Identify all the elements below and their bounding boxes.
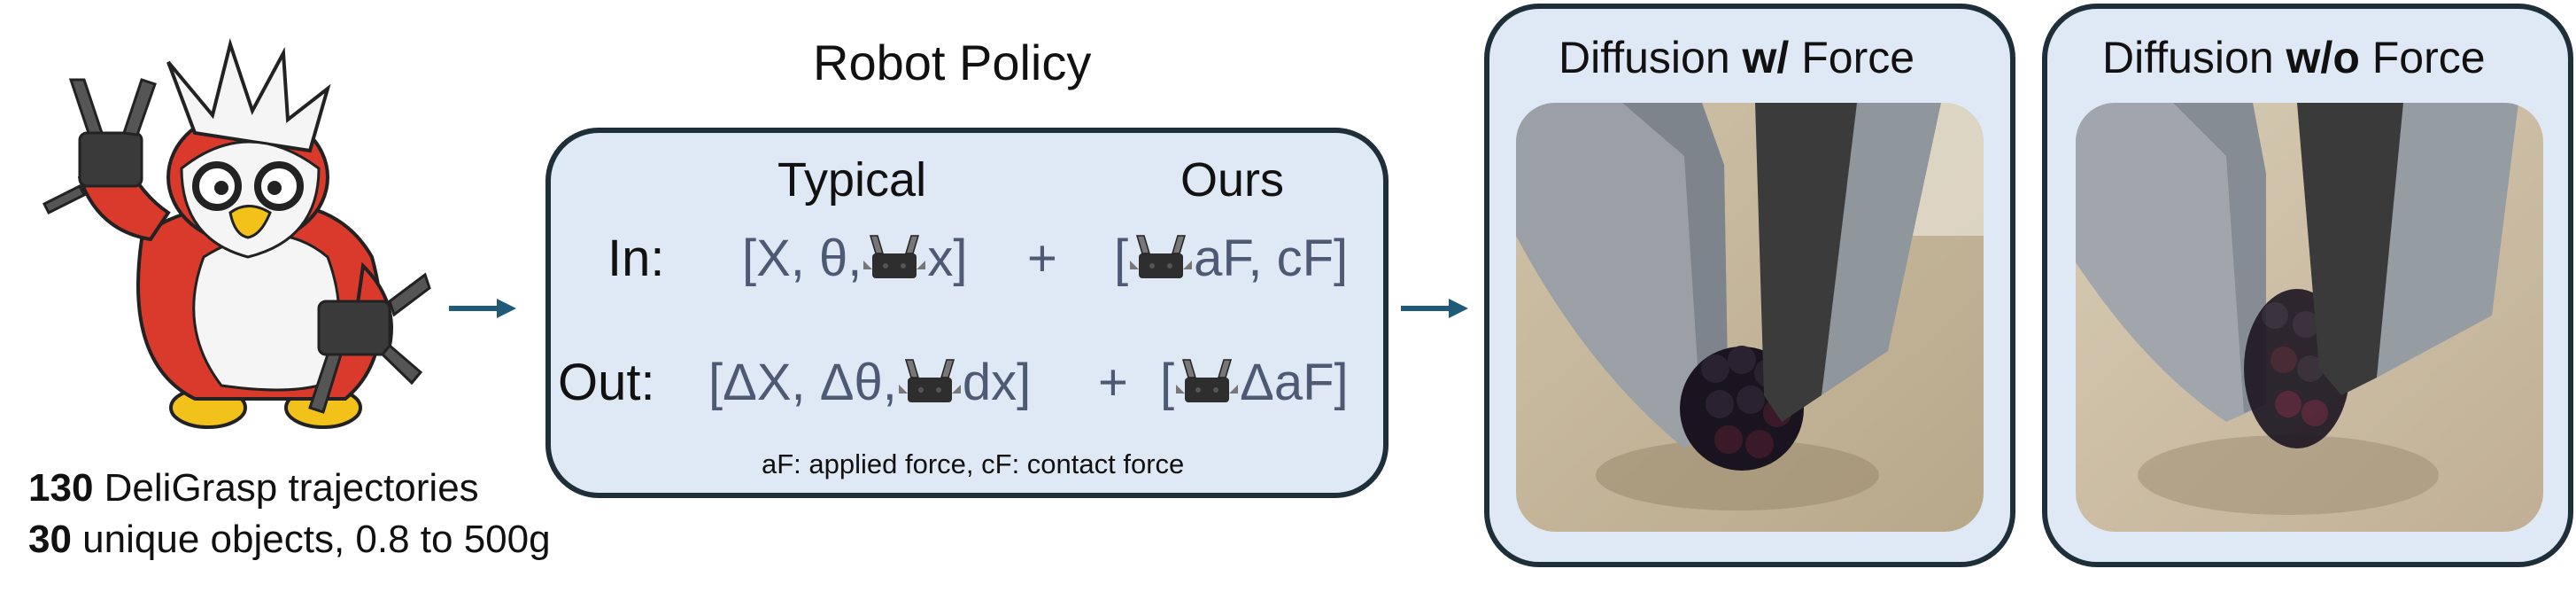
input-row-label: In: xyxy=(607,230,665,287)
force-legend: aF: applied force, cF: contact force xyxy=(762,448,1185,479)
output-ours-suffix: ΔaF] xyxy=(1240,354,1349,411)
trajectory-count-label: DeliGrasp trajectories xyxy=(93,466,479,510)
output-typical-expression: [ΔX, Δθ, dx] xyxy=(708,353,1031,412)
photo-gripper-with-force xyxy=(1516,103,1984,532)
input-ours-suffix: aF, cF] xyxy=(1194,230,1349,287)
delibird-mascot-illustration xyxy=(42,37,431,429)
gripper-icon xyxy=(1130,234,1192,284)
panel-with-force-title-suffix: Force xyxy=(1789,33,1915,82)
gripper-icon xyxy=(1176,358,1238,408)
input-ours-expression: [ aF, cF] xyxy=(1114,229,1348,288)
dataset-stats: 130 DeliGrasp trajectories 30 unique obj… xyxy=(28,463,551,565)
panel-without-force-title-bold: w/o xyxy=(2286,33,2360,82)
output-plus-sign: + xyxy=(1098,354,1128,411)
input-ours-prefix: [ xyxy=(1114,230,1129,287)
gripper-icon xyxy=(899,358,961,408)
gripper-icon xyxy=(863,234,925,284)
panel-with-force-title: Diffusion w/ Force xyxy=(1559,32,1915,83)
input-typical-expression: [X, θ, x] xyxy=(742,229,968,288)
object-count-label: unique objects, 0.8 to 500g xyxy=(71,518,551,561)
policy-title: Robot Policy xyxy=(813,35,1092,90)
column-header-typical: Typical xyxy=(777,153,927,206)
trajectory-count-line: 130 DeliGrasp trajectories xyxy=(28,463,551,514)
output-ours-expression: [ ΔaF] xyxy=(1160,353,1349,412)
output-typical-prefix: [ΔX, Δθ, xyxy=(708,354,897,411)
panel-without-force-title-prefix: Diffusion xyxy=(2102,33,2286,82)
trajectory-count: 130 xyxy=(28,466,94,510)
object-count: 30 xyxy=(28,518,72,561)
column-header-ours: Ours xyxy=(1180,153,1285,206)
arrow-to-policy xyxy=(449,299,516,318)
arrow-to-results xyxy=(1401,299,1468,318)
object-count-line: 30 unique objects, 0.8 to 500g xyxy=(28,514,551,565)
panel-with-force-title-prefix: Diffusion xyxy=(1559,33,1743,82)
panel-with-force-title-bold: w/ xyxy=(1742,33,1790,82)
panel-without-force-title: Diffusion w/o Force xyxy=(2102,32,2486,83)
output-ours-prefix: [ xyxy=(1160,354,1175,411)
panel-without-force-title-suffix: Force xyxy=(2359,33,2486,82)
policy-box xyxy=(545,128,1389,498)
input-typical-suffix: x] xyxy=(927,230,968,287)
photo-gripper-without-force xyxy=(2076,103,2543,532)
output-row-label: Out: xyxy=(558,354,655,411)
input-typical-prefix: [X, θ, xyxy=(742,230,863,287)
input-plus-sign: + xyxy=(1027,230,1057,287)
output-typical-suffix: dx] xyxy=(962,354,1032,411)
